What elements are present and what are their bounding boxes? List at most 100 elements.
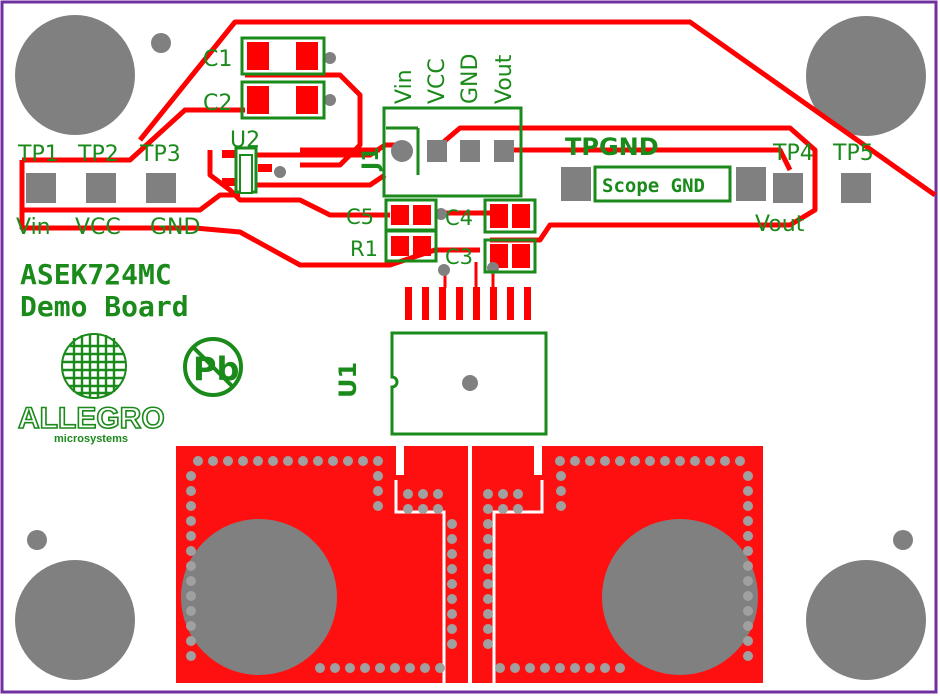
trace-right-loop xyxy=(438,125,818,243)
stitching-via xyxy=(615,663,625,673)
stitching-via xyxy=(186,501,196,511)
header-pin-label-vin: Vin xyxy=(392,69,417,104)
stitching-via xyxy=(735,456,745,466)
vcc-label: VCC xyxy=(75,215,121,240)
tp4-pad[interactable] xyxy=(773,173,803,203)
tp1-label: TP1 xyxy=(17,142,59,167)
stitching-via xyxy=(495,663,505,673)
stitching-via xyxy=(447,639,457,649)
gnd-label: GND xyxy=(150,215,200,240)
trace-u2-loop xyxy=(207,150,390,218)
stitching-via xyxy=(420,663,430,673)
header-pin-label-vout: Vout xyxy=(492,54,517,104)
tp2-pad[interactable] xyxy=(86,173,116,203)
stitching-via xyxy=(556,486,566,496)
stitching-via xyxy=(743,636,753,646)
stitching-via xyxy=(447,519,457,529)
vin-label: Vin xyxy=(16,215,51,240)
stitching-via xyxy=(743,531,753,541)
stitching-via xyxy=(345,663,355,673)
r1-pad-1 xyxy=(391,236,409,256)
stitching-via xyxy=(556,501,566,511)
allegro-sub-text: microsystems xyxy=(54,433,128,445)
stitching-via xyxy=(483,564,493,574)
stitching-via xyxy=(540,663,550,673)
stitching-vias xyxy=(186,456,753,673)
stitching-via xyxy=(660,456,670,466)
stitching-via xyxy=(433,489,443,499)
trace-tp-bus xyxy=(22,107,245,163)
stitching-via xyxy=(483,579,493,589)
stitching-via xyxy=(283,456,293,466)
stitching-via xyxy=(268,456,278,466)
header-pad-2[interactable] xyxy=(427,140,447,162)
tp3-pad[interactable] xyxy=(146,173,176,203)
stitching-via xyxy=(186,546,196,556)
stitching-via xyxy=(690,456,700,466)
stitching-via xyxy=(186,591,196,601)
stitching-via xyxy=(186,561,196,571)
stitching-via xyxy=(483,609,493,619)
stitching-via xyxy=(483,504,493,514)
c4-label: C4 xyxy=(445,206,473,230)
smd-pads xyxy=(222,42,530,268)
tp1-pad[interactable] xyxy=(26,173,56,203)
via-c3 xyxy=(438,264,450,276)
r1-pad-2 xyxy=(413,236,431,256)
tp5-pad[interactable] xyxy=(841,173,871,203)
silkscreen-labels: C1 C2 U2 TP1 TP2 TP3 Vin VCC GND TPGND S… xyxy=(16,47,874,398)
u2-pad-3 xyxy=(258,164,272,172)
allegro-logo: ALLEGRO microsystems xyxy=(17,333,165,445)
stitching-via xyxy=(630,456,640,466)
stitching-via xyxy=(447,534,457,544)
tpgnd-pad-right[interactable] xyxy=(736,167,766,201)
u1-label: U1 xyxy=(334,362,362,398)
stitching-via xyxy=(483,519,493,529)
stitching-via xyxy=(405,663,415,673)
stitching-via xyxy=(343,456,353,466)
stitching-via xyxy=(186,516,196,526)
c1-pad-2 xyxy=(296,42,318,70)
header-pad-1[interactable] xyxy=(391,140,413,162)
stitching-via xyxy=(525,663,535,673)
tpgnd-label: TPGND xyxy=(565,133,659,161)
u1-center-dot xyxy=(462,375,478,391)
stitching-via xyxy=(585,663,595,673)
stitching-via xyxy=(253,456,263,466)
stitching-via xyxy=(483,549,493,559)
stitching-via xyxy=(600,663,610,673)
trace-vin-lower xyxy=(19,160,240,213)
c4-pad-1 xyxy=(490,204,508,228)
stitching-via xyxy=(743,621,753,631)
stitching-via xyxy=(675,456,685,466)
stitching-via xyxy=(555,663,565,673)
tpgnd-pad-left[interactable] xyxy=(561,167,591,201)
stitching-via xyxy=(186,636,196,646)
stitching-via xyxy=(498,489,508,499)
c2-pad-2 xyxy=(296,86,318,114)
stitching-via xyxy=(600,456,610,466)
board-title-line1: ASEK724MC xyxy=(20,258,172,291)
c3-pad-2 xyxy=(512,244,530,268)
vout-label: Vout xyxy=(755,212,805,237)
u1-lead xyxy=(473,287,480,320)
stitching-via xyxy=(483,489,493,499)
tp2-label: TP2 xyxy=(77,142,119,167)
scope-gnd-label: Scope GND xyxy=(602,175,705,197)
stitching-via xyxy=(447,579,457,589)
c2-pad-1 xyxy=(247,86,269,114)
scope-gnd-box xyxy=(593,165,732,203)
u1-outline xyxy=(390,331,548,436)
stitching-via xyxy=(186,621,196,631)
c3-outline xyxy=(483,238,537,274)
stitching-via xyxy=(186,576,196,586)
trace-top-loop xyxy=(138,19,937,198)
via-bottom-left xyxy=(27,530,47,550)
stitching-via xyxy=(645,456,655,466)
header-pad-3[interactable] xyxy=(460,140,480,162)
stitching-via xyxy=(313,456,323,466)
trace-u2-bottom xyxy=(255,172,387,188)
header-pad-4[interactable] xyxy=(494,140,514,162)
